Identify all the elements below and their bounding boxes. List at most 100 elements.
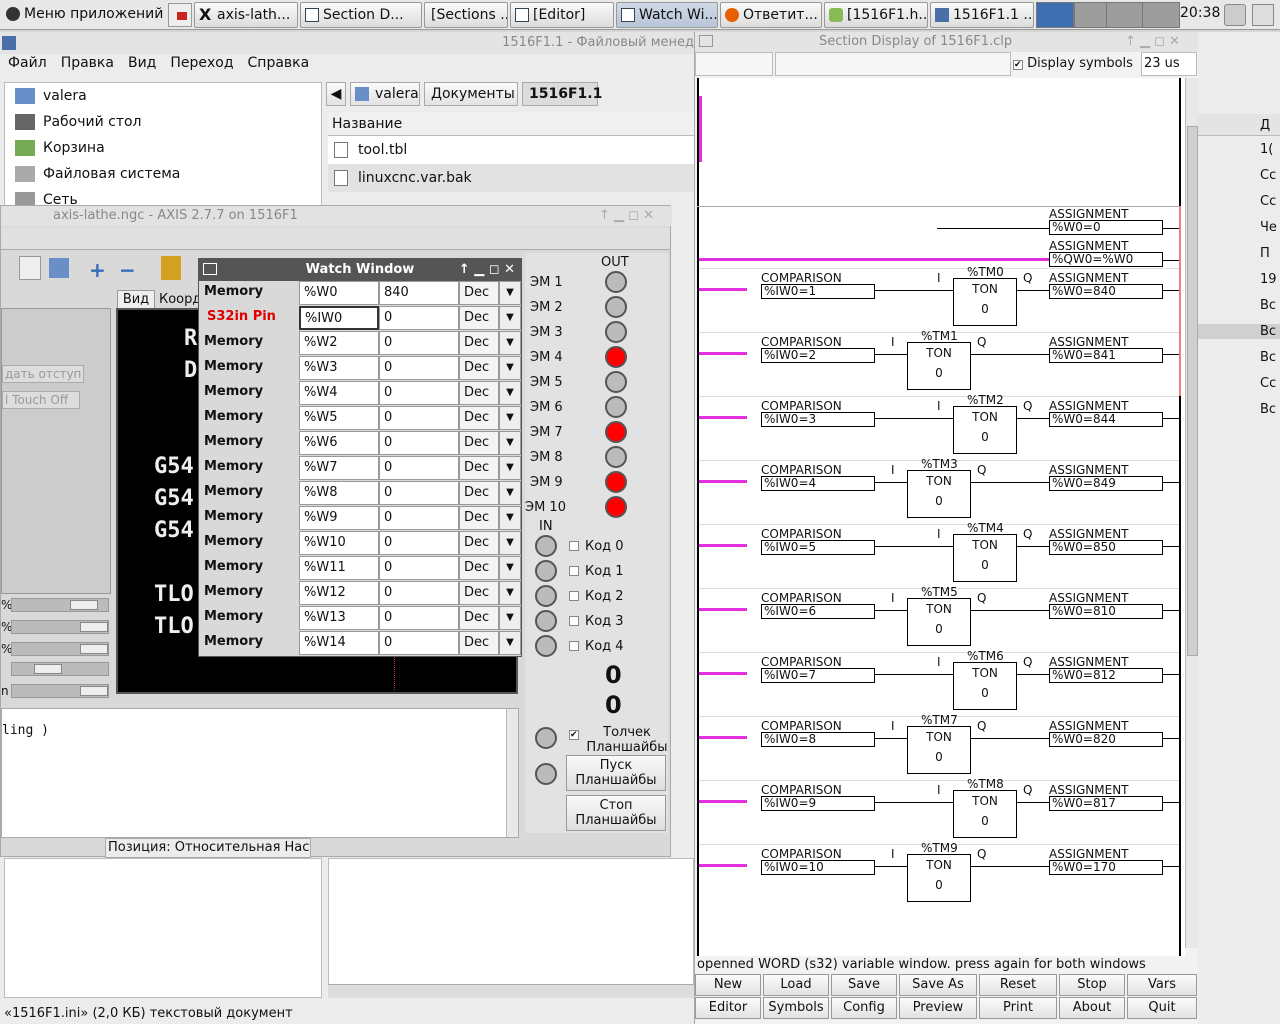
- watch-format-select[interactable]: Dec: [459, 406, 499, 430]
- quit-button[interactable]: Quit: [1127, 997, 1197, 1019]
- task-watch-window[interactable]: Watch Wi...: [616, 2, 718, 28]
- assignment-box[interactable]: %W0=850: [1049, 540, 1163, 555]
- watch-var-input[interactable]: %W4: [299, 381, 379, 405]
- assignment-box[interactable]: %W0=810: [1049, 604, 1163, 619]
- task-sections[interactable]: [Sections ...: [424, 2, 508, 28]
- new-button[interactable]: New: [695, 974, 761, 996]
- print-button[interactable]: Print: [979, 997, 1057, 1019]
- watch-format-select[interactable]: Dec: [459, 556, 499, 580]
- assignment-box[interactable]: %W0=820: [1049, 732, 1163, 747]
- chevron-down-icon[interactable]: ▼: [499, 631, 521, 655]
- kod-checkbox[interactable]: Код 1: [569, 564, 624, 579]
- menu-view[interactable]: Вид: [127, 55, 157, 71]
- path-current[interactable]: 1516F1.1: [522, 82, 602, 106]
- comparison-box[interactable]: %IW0=4: [761, 476, 875, 491]
- watch-format-select[interactable]: Dec: [459, 281, 499, 305]
- watch-var-input[interactable]: %W14: [299, 631, 379, 655]
- path-documents[interactable]: Документы: [424, 82, 518, 106]
- file-row[interactable]: tool.tbl: [328, 136, 694, 164]
- watch-format-select[interactable]: Dec: [459, 531, 499, 555]
- chevron-down-icon[interactable]: ▼: [499, 431, 521, 455]
- rapid-slider[interactable]: [11, 620, 109, 634]
- spindle-slider[interactable]: [11, 642, 109, 656]
- assignment-box[interactable]: %W0=0: [1049, 220, 1163, 235]
- watch-format-select[interactable]: Dec: [459, 381, 499, 405]
- scroll-thumb[interactable]: [1187, 126, 1198, 656]
- watch-var-input[interactable]: %W11: [299, 556, 379, 580]
- assignment-box[interactable]: %W0=812: [1049, 668, 1163, 683]
- assignment-box[interactable]: %W0=170: [1049, 860, 1163, 875]
- path-back-button[interactable]: ◀: [326, 82, 346, 106]
- watch-var-input[interactable]: %W7: [299, 456, 379, 480]
- offset-button[interactable]: дать отступ: [2, 365, 84, 383]
- chevron-down-icon[interactable]: ▼: [499, 281, 521, 305]
- watch-var-input[interactable]: %W3: [299, 356, 379, 380]
- chevron-down-icon[interactable]: ▼: [499, 306, 521, 330]
- comment-field[interactable]: [775, 52, 1011, 76]
- assignment-box[interactable]: %W0=841: [1049, 348, 1163, 363]
- view-icon[interactable]: [49, 258, 69, 278]
- kod-checkbox[interactable]: Код 4: [569, 639, 624, 654]
- max-vel-slider[interactable]: [11, 684, 109, 698]
- kod-checkbox[interactable]: Код 3: [569, 614, 624, 629]
- workspace-3[interactable]: [1106, 2, 1144, 28]
- chevron-down-icon[interactable]: ▼: [499, 506, 521, 530]
- path-valera[interactable]: valera: [350, 82, 420, 106]
- chevron-down-icon[interactable]: ▼: [499, 481, 521, 505]
- zoom-out-icon[interactable]: −: [119, 258, 136, 282]
- window-controls[interactable]: ↑ ▁ ◻ ✕: [1125, 34, 1180, 49]
- sidebar-item-home[interactable]: valera: [5, 83, 321, 109]
- tab-view[interactable]: Вид: [117, 290, 155, 310]
- menu-file[interactable]: Файл: [8, 55, 47, 71]
- logout-icon[interactable]: [168, 3, 192, 27]
- comparison-box[interactable]: %IW0=8: [761, 732, 875, 747]
- display-symbols-checkbox[interactable]: ✔ Display symbols: [1013, 56, 1133, 71]
- menu-edit[interactable]: Правка: [60, 55, 114, 71]
- watch-var-input[interactable]: %W13: [299, 606, 379, 630]
- file-row[interactable]: linuxcnc.var.bak: [328, 164, 694, 192]
- about-button[interactable]: About: [1059, 997, 1125, 1019]
- watch-var-input[interactable]: %W0: [299, 281, 379, 305]
- kod-checkbox[interactable]: Код 0: [569, 539, 624, 554]
- comparison-box[interactable]: %IW0=5: [761, 540, 875, 555]
- watch-format-select[interactable]: Dec: [459, 431, 499, 455]
- assignment-box[interactable]: %W0=844: [1049, 412, 1163, 427]
- watch-var-input[interactable]: %W2: [299, 331, 379, 355]
- apps-menu-button[interactable]: Меню приложений: [2, 2, 166, 28]
- watch-var-input[interactable]: %W5: [299, 406, 379, 430]
- ladder-scrollbar[interactable]: [1185, 78, 1199, 948]
- preview-button[interactable]: Preview: [899, 997, 977, 1019]
- assignment-box[interactable]: %W0=817: [1049, 796, 1163, 811]
- watch-format-select[interactable]: Dec: [459, 456, 499, 480]
- symbols-button[interactable]: Symbols: [763, 997, 829, 1019]
- menu-go[interactable]: Переход: [170, 55, 234, 71]
- watch-format-select[interactable]: Dec: [459, 331, 499, 355]
- stop-button[interactable]: Stop: [1059, 974, 1125, 996]
- workspace-2[interactable]: [1074, 2, 1112, 28]
- chevron-down-icon[interactable]: ▼: [499, 381, 521, 405]
- watch-var-input[interactable]: %W6: [299, 431, 379, 455]
- chevron-down-icon[interactable]: ▼: [499, 606, 521, 630]
- watch-var-input[interactable]: %IW0: [299, 306, 379, 330]
- assignment-box[interactable]: %QW0=%W0: [1049, 252, 1163, 267]
- start-button[interactable]: Пуск Планшайбы: [566, 755, 666, 791]
- jog-slider[interactable]: [11, 662, 109, 676]
- watch-format-select[interactable]: Dec: [459, 356, 499, 380]
- workspace-1[interactable]: [1036, 2, 1074, 28]
- feed-slider[interactable]: [11, 598, 109, 612]
- network-icon[interactable]: [1224, 4, 1246, 26]
- chevron-down-icon[interactable]: ▼: [499, 406, 521, 430]
- zoom-in-icon[interactable]: +: [89, 258, 106, 282]
- fm-hscrollbar[interactable]: [328, 984, 694, 998]
- chevron-down-icon[interactable]: ▼: [499, 531, 521, 555]
- watch-var-input[interactable]: %W12: [299, 581, 379, 605]
- sidebar-item-desktop[interactable]: Рабочий стол: [5, 109, 321, 135]
